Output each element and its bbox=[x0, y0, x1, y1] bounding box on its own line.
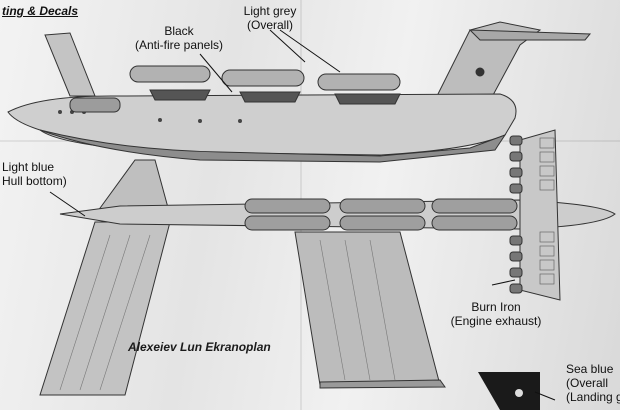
missile-tube bbox=[431, 198, 518, 214]
missile-tube bbox=[129, 65, 211, 83]
label-burn-iron: Burn Iron (Engine exhaust) bbox=[450, 300, 542, 328]
label-sea-blue: Sea blue (Overall (Landing ge bbox=[566, 362, 620, 404]
missile-tube bbox=[317, 73, 401, 91]
wing-left bbox=[39, 221, 171, 396]
label-black: Black (Anti-fire panels) bbox=[134, 24, 224, 52]
model-name: Alexeiev Lun Ekranoplan bbox=[128, 340, 271, 354]
hull-bottom-side bbox=[39, 129, 507, 163]
star-marking bbox=[515, 389, 523, 397]
label-light-grey: Light grey (Overall) bbox=[243, 4, 297, 32]
anti-fire-panel bbox=[239, 91, 301, 103]
missile-tube bbox=[339, 198, 426, 214]
anti-fire-panel bbox=[149, 89, 211, 101]
missile-tube bbox=[244, 198, 331, 214]
engine-pod bbox=[69, 97, 121, 113]
sea-blue-fin bbox=[478, 372, 540, 410]
wing-float bbox=[319, 379, 446, 389]
missile-tube bbox=[339, 215, 426, 231]
section-title: ting & Decals bbox=[2, 4, 79, 18]
front-stabilizer bbox=[44, 32, 96, 97]
side-view bbox=[7, 21, 592, 163]
top-view bbox=[39, 129, 616, 396]
tail-plane bbox=[468, 29, 592, 41]
missile-tube bbox=[221, 69, 305, 87]
label-light-blue: Light blue Hull bottom) bbox=[2, 160, 67, 188]
wing-right bbox=[294, 231, 441, 386]
anti-fire-panel bbox=[334, 93, 401, 105]
missile-tube bbox=[431, 215, 518, 231]
leader-lines bbox=[49, 29, 556, 401]
missile-tube bbox=[244, 215, 331, 231]
star-marking bbox=[475, 67, 485, 77]
